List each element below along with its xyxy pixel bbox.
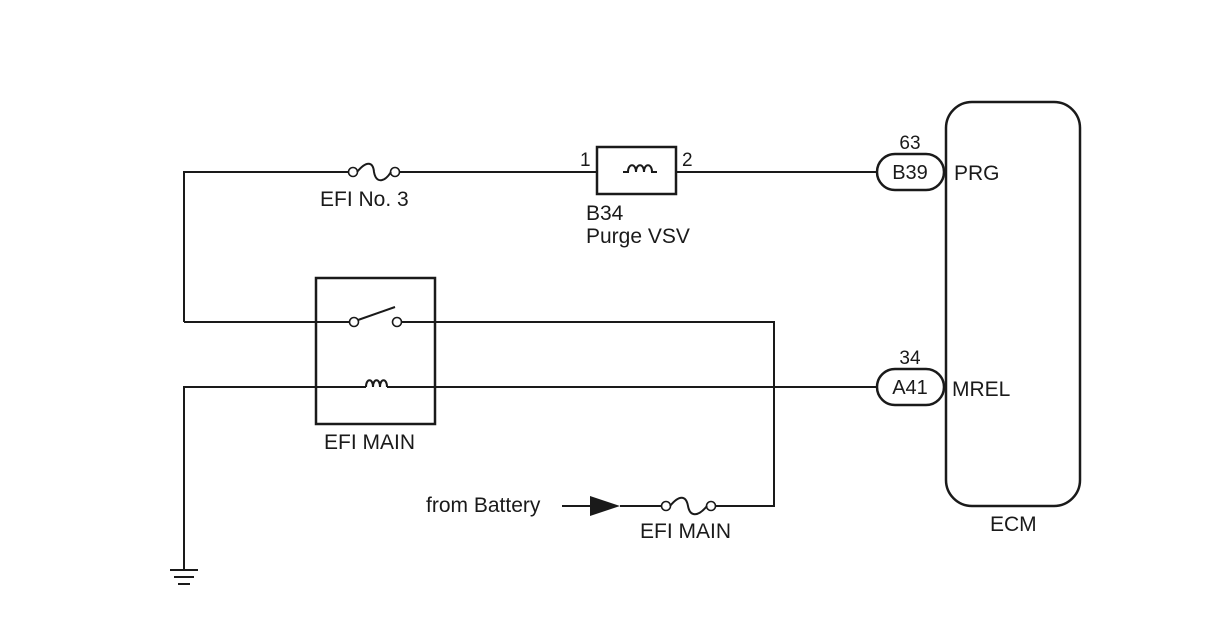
relay-coil bbox=[365, 379, 388, 388]
fuse-efi-main bbox=[660, 496, 717, 516]
efi-main-relay-label: EFI MAIN bbox=[324, 431, 415, 454]
terminal-prg: PRG bbox=[954, 162, 1000, 185]
connector-b39-pin: 63 bbox=[899, 133, 920, 154]
ecm-box bbox=[944, 100, 1082, 508]
connector-a41-pin: 34 bbox=[899, 348, 921, 369]
fuse-efi-main-label: EFI MAIN bbox=[640, 520, 731, 543]
connector-b39 bbox=[875, 152, 946, 192]
purge-vsv bbox=[595, 145, 678, 196]
vsv-pin-1: 1 bbox=[580, 150, 591, 171]
connector-a41 bbox=[875, 367, 946, 407]
vsv-pin-2: 2 bbox=[682, 150, 693, 171]
battery-source-label: from Battery bbox=[426, 494, 541, 517]
vsv-name: Purge VSV bbox=[586, 225, 690, 248]
fuse-efi-no3-label: EFI No. 3 bbox=[320, 188, 409, 211]
relay-switch bbox=[348, 306, 403, 328]
fuse-efi-no3 bbox=[347, 162, 401, 182]
connector-b39-code: B39 bbox=[892, 162, 928, 184]
vsv-code: B34 bbox=[586, 202, 624, 225]
ecm-label: ECM bbox=[990, 513, 1037, 536]
ground-icon bbox=[170, 569, 198, 585]
wire-ground-to-coil bbox=[183, 386, 366, 570]
arrow-right-icon bbox=[590, 496, 620, 516]
connector-a41-code: A41 bbox=[892, 377, 928, 399]
terminal-mrel: MREL bbox=[952, 378, 1010, 401]
efi-main-relay bbox=[314, 276, 437, 426]
wire-relay-switch-right bbox=[402, 321, 775, 507]
wire-top-left-vertical bbox=[183, 171, 349, 322]
